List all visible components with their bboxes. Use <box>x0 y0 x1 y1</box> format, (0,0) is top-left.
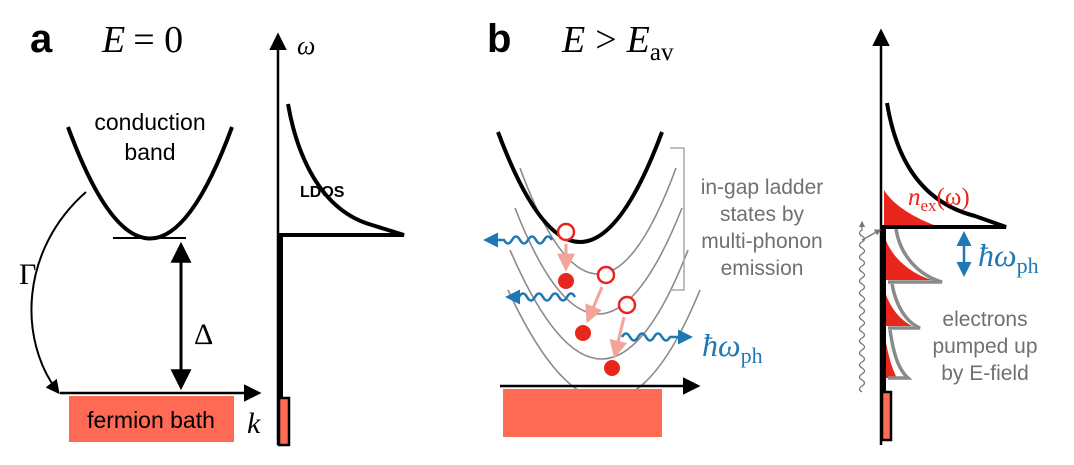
panel-a: a E= 0 conduction band Γ Δ k fermion bat… <box>19 17 405 447</box>
ldos-label: LDOS <box>300 184 345 201</box>
ladder-label-line3: multi-phonon <box>701 230 822 253</box>
ladder-parabola-3 <box>509 249 689 360</box>
phonon-wave-1 <box>483 232 554 248</box>
ladder-parabola-4 <box>507 289 701 401</box>
phonon-energy-label: ħωph <box>702 327 763 368</box>
omega-axis-label: ω <box>297 31 315 60</box>
pumped-label-line1: electrons <box>942 308 1027 331</box>
relax-arrow-3 <box>609 316 628 359</box>
electron-open-2 <box>596 265 616 285</box>
electron-open-1 <box>556 222 576 242</box>
fermion-bath-b <box>503 389 662 437</box>
ladder-bracket <box>670 147 685 291</box>
ladder-label-line4: emission <box>721 257 804 280</box>
electron-filled-1 <box>558 273 574 289</box>
panel-a-letter: a <box>30 17 53 61</box>
panel-b-condition: E>Eav <box>561 19 674 66</box>
right-phonon-label: ħωph <box>978 237 1039 278</box>
electron-open-3 <box>617 295 637 315</box>
phonon-wave-2 <box>505 289 577 305</box>
ladder-label-line1: in-gap ladder <box>701 176 824 199</box>
fermion-bath-label: fermion bath <box>87 407 215 433</box>
nex-label: nex(ω) <box>908 184 970 215</box>
pump-arrows <box>858 220 866 393</box>
ldos-bath-segment <box>277 396 291 447</box>
nex-distribution-3 <box>884 286 912 326</box>
fermion-bath <box>69 396 234 442</box>
panel-b: b E>Eav in-gap ladder states by multi-ph… <box>483 17 1039 445</box>
relax-arrow-2 <box>585 286 604 324</box>
nex-distribution-2 <box>884 232 932 280</box>
nex-distribution <box>884 190 934 225</box>
conduction-band-curve-b <box>496 131 664 244</box>
electron-filled-2 <box>575 325 591 341</box>
electron-filled-3 <box>604 360 620 376</box>
ldos-curve <box>279 103 405 398</box>
delta-label: Δ <box>194 318 213 351</box>
pumped-label-line3: by E-field <box>941 362 1029 385</box>
nex-distribution-4 <box>884 330 897 378</box>
phonon-wave-3 <box>620 329 693 345</box>
gamma-label: Γ <box>19 258 36 291</box>
ldos-bath-segment-b <box>880 390 893 442</box>
sideband-peak-3 <box>888 329 913 380</box>
k-axis-label: k <box>247 407 261 440</box>
gamma-decay-arrow <box>30 191 87 395</box>
pumped-label-line2: pumped up <box>932 335 1037 358</box>
conduction-label-line2: band <box>124 139 175 165</box>
conduction-label-line1: conduction <box>94 109 205 135</box>
panel-a-condition: E= 0 <box>101 19 183 61</box>
panel-b-letter: b <box>487 17 511 61</box>
pump-arrow-top <box>861 229 882 241</box>
sideband-peak-2 <box>888 283 921 330</box>
ldos-curve-b <box>882 102 1007 398</box>
sideband-peak-1 <box>888 228 943 284</box>
ladder-label-line2: states by <box>720 203 805 226</box>
